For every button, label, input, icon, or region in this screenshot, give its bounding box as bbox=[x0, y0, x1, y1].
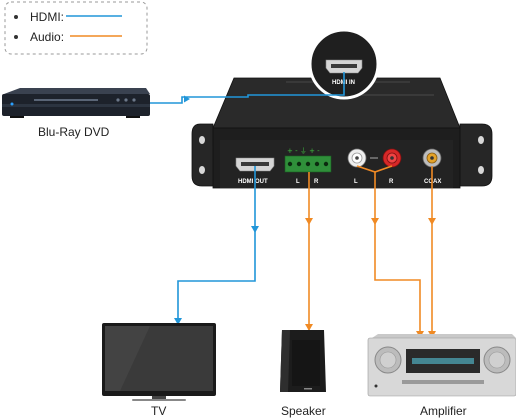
bluray-label: Blu-Ray DVD bbox=[38, 125, 110, 139]
mount-hole-right-top bbox=[478, 136, 484, 144]
hdmi-cable-tv bbox=[177, 166, 256, 322]
terminal-block: + - ⏚ + - L R bbox=[284, 147, 332, 185]
tv-label: TV bbox=[151, 404, 166, 418]
speaker-label: Speaker bbox=[281, 404, 326, 418]
rca-right-pin bbox=[390, 156, 394, 160]
rca-label-right: R bbox=[389, 179, 394, 185]
tv-screen-reflection bbox=[105, 326, 150, 391]
amplifier-label: Amplifier bbox=[420, 404, 467, 418]
hdmi-cable-source bbox=[150, 72, 345, 104]
bluray-foot-right bbox=[126, 116, 140, 118]
hdmi-out-port: HDMI OUT bbox=[235, 157, 275, 185]
rca-label-left: L bbox=[354, 179, 358, 185]
speaker-grille bbox=[292, 340, 320, 386]
bluray-button-2 bbox=[124, 98, 128, 102]
hdmi-in-callout: HDMI IN bbox=[308, 28, 380, 100]
terminal-screw-3 bbox=[305, 161, 311, 167]
terminal-screw-4 bbox=[314, 161, 320, 167]
tv-stand-neck bbox=[152, 396, 166, 399]
speaker: Speaker bbox=[280, 330, 326, 418]
audio-speaker-arrowhead-2 bbox=[305, 324, 313, 331]
mount-hole-left-top bbox=[199, 136, 205, 144]
mount-hole-left-bottom bbox=[199, 166, 205, 174]
hdmi-source-arrowhead bbox=[184, 95, 190, 103]
terminal-label-left: L bbox=[296, 179, 300, 185]
audio-rca-arrowhead bbox=[371, 218, 379, 225]
audio-speaker-arrowhead-1 bbox=[305, 218, 313, 225]
audio-coax-arrowhead bbox=[428, 218, 436, 225]
cables bbox=[150, 72, 436, 338]
legend-hdmi-label: HDMI: bbox=[30, 10, 64, 24]
hdmi-tv-end-arrowhead bbox=[174, 318, 182, 325]
hdmi-tv-arrowhead bbox=[251, 226, 259, 233]
speaker-logo bbox=[304, 388, 312, 390]
legend-box bbox=[4, 1, 148, 55]
legend-audio-label: Audio: bbox=[30, 30, 64, 44]
legend-bullet-hdmi bbox=[14, 15, 18, 19]
terminal-screw-2 bbox=[296, 161, 302, 167]
hdmi-out-label: HDMI OUT bbox=[238, 179, 268, 185]
hdmi-out-pins bbox=[241, 162, 269, 166]
tv: TV bbox=[102, 323, 216, 418]
bluray-top bbox=[4, 88, 150, 94]
bluray-foot-left bbox=[10, 116, 24, 118]
bluray-player: Blu-Ray DVD bbox=[2, 88, 150, 139]
rca-jacks: L R bbox=[347, 148, 402, 185]
bluray-front-strip bbox=[2, 104, 150, 107]
audio-extractor: HDMI OUT + - ⏚ + - L R L R bbox=[191, 77, 493, 189]
terminal-polarity-signs: + - ⏚ + - bbox=[287, 147, 320, 155]
extractor-mount-ear-left bbox=[191, 123, 215, 187]
bluray-blue-led bbox=[10, 102, 14, 106]
terminal-label-right: R bbox=[314, 179, 319, 185]
amplifier: Amplifier bbox=[367, 334, 516, 418]
amp-power-led bbox=[374, 384, 378, 388]
amp-volume-knob-center bbox=[379, 351, 397, 369]
hdmi-in-pins bbox=[331, 64, 357, 68]
amp-display-readout bbox=[412, 358, 474, 364]
amp-button-row bbox=[402, 380, 484, 384]
coax-pin bbox=[430, 156, 434, 160]
rca-left-pin bbox=[355, 156, 359, 160]
terminal-screw-1 bbox=[287, 161, 293, 167]
bluray-button-1 bbox=[116, 98, 120, 102]
legend-bullet-audio bbox=[14, 35, 18, 39]
terminal-screw-5 bbox=[323, 161, 329, 167]
bluray-button-3 bbox=[132, 98, 136, 102]
bluray-disc-slot bbox=[34, 99, 98, 101]
mount-hole-right-bottom bbox=[478, 166, 484, 174]
speaker-side bbox=[280, 330, 290, 392]
legend: HDMI: Audio: bbox=[4, 1, 148, 55]
amp-top bbox=[372, 334, 516, 338]
audio-cable-rca-left bbox=[356, 165, 421, 336]
extractor-mount-ear-right bbox=[459, 123, 493, 187]
amp-input-knob-center bbox=[488, 351, 506, 369]
audio-cable-rca-right bbox=[374, 165, 393, 173]
tv-stand-base bbox=[132, 399, 186, 401]
